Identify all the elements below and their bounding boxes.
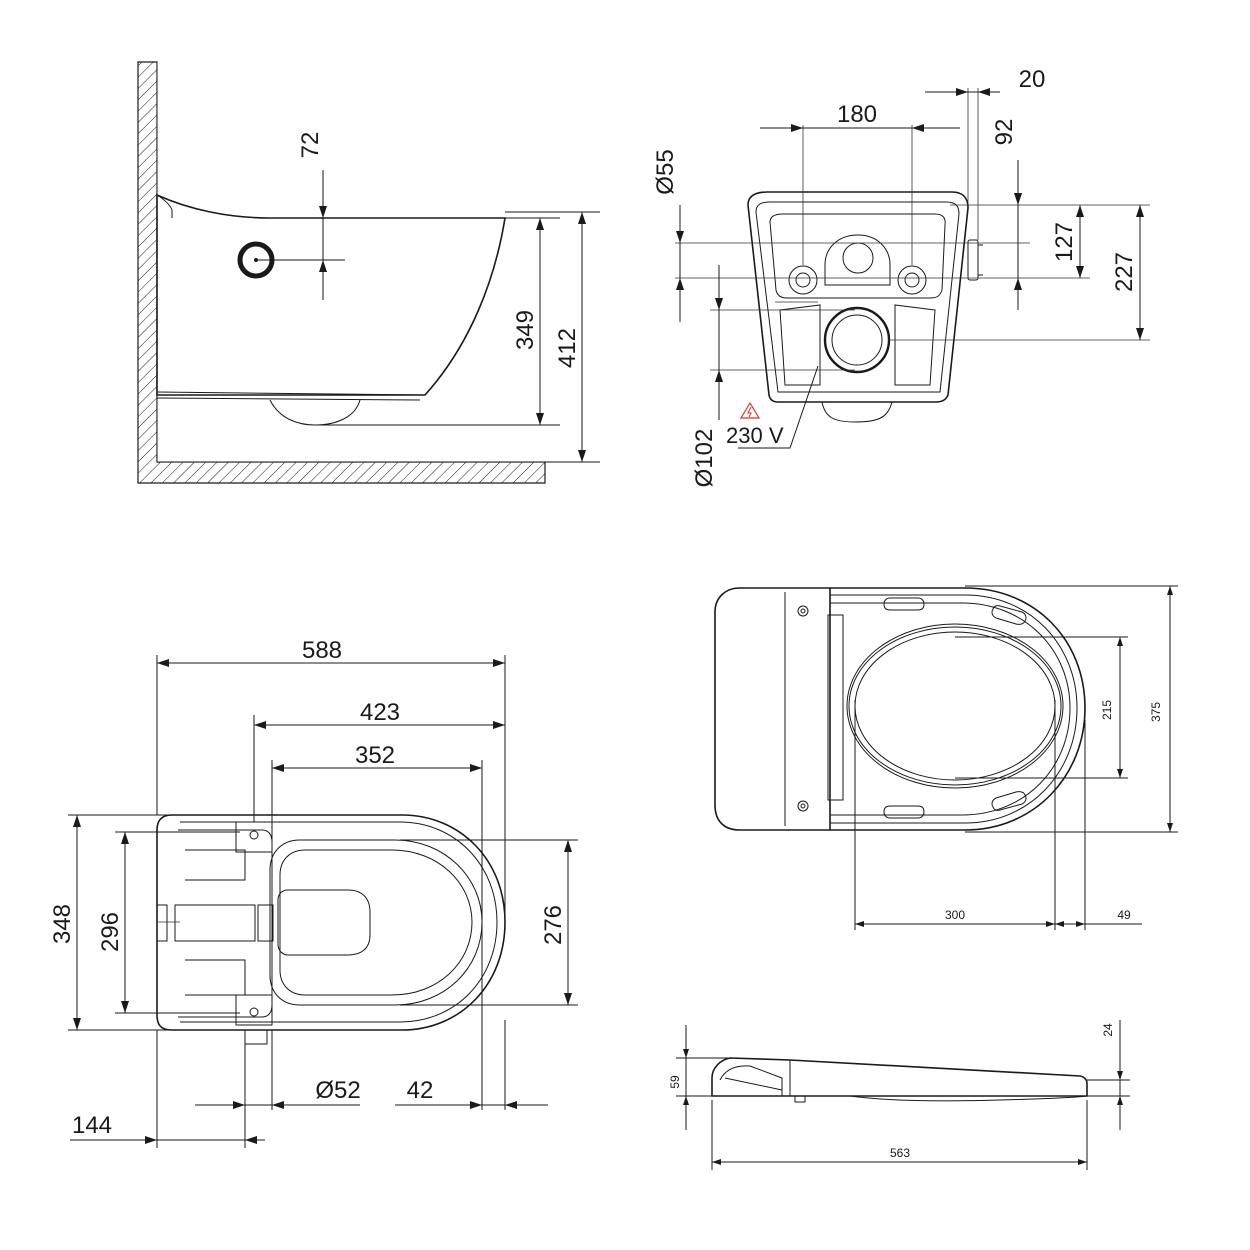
side-view: 72 349 412 — [137, 61, 600, 484]
dim-227: 227 — [1111, 252, 1138, 292]
top-view: 588 423 352 348 296 276 — [49, 637, 578, 1148]
dim-423: 423 — [360, 699, 400, 726]
dim-352: 352 — [355, 742, 395, 769]
seat-screw-top-icon — [797, 605, 809, 617]
dim-588: 588 — [302, 637, 342, 664]
seat-top-view: 375 215 300 49 — [714, 585, 1178, 930]
seat-profile — [711, 1057, 1088, 1097]
dim-d102: Ø102 — [691, 429, 718, 488]
dim-563: 563 — [890, 1146, 910, 1160]
dim-d52: Ø52 — [315, 1077, 360, 1104]
toilet-body-side — [156, 193, 506, 396]
drain-outlet-icon — [823, 306, 891, 374]
voltage-label: 230 V — [726, 423, 784, 448]
dim-349: 349 — [512, 310, 539, 350]
toilet-body-rear — [747, 191, 969, 403]
seat-outline — [830, 587, 1086, 831]
dim-412: 412 — [554, 328, 581, 368]
dim-24: 24 — [1101, 1023, 1115, 1037]
dim-276: 276 — [540, 905, 567, 945]
dim-300: 300 — [945, 908, 965, 922]
mount-hole-left-icon — [788, 265, 818, 295]
dim-144: 144 — [72, 1112, 112, 1139]
mount-hole-right-icon — [897, 265, 927, 295]
hinge-screw-bottom-icon — [249, 1007, 259, 1017]
dim-d55: Ø55 — [652, 149, 679, 194]
seat-lid-rear — [714, 587, 831, 831]
seat-ring-top — [269, 839, 483, 1006]
hinge-screw-top-icon — [249, 830, 259, 840]
seat-opening — [846, 623, 1064, 789]
seat-screw-bottom-icon — [797, 800, 809, 812]
toilet-body-top — [156, 814, 506, 1031]
bowl-opening — [277, 889, 371, 956]
dim-180: 180 — [837, 101, 877, 128]
rear-view: 180 20 92 127 227 Ø55 Ø102 230 V — [652, 66, 1150, 487]
dim-42: 42 — [407, 1077, 434, 1104]
dim-49: 49 — [1117, 908, 1131, 922]
seat-side-view: 24 59 563 — [668, 1020, 1130, 1170]
dim-20: 20 — [1019, 66, 1046, 93]
dim-127: 127 — [1051, 222, 1078, 262]
dim-92: 92 — [991, 119, 1018, 146]
warning-triangle-icon — [739, 401, 761, 419]
dim-215: 215 — [1100, 700, 1114, 720]
dim-348: 348 — [49, 904, 76, 944]
dim-296: 296 — [97, 912, 124, 952]
dim-72: 72 — [297, 132, 324, 159]
dim-59: 59 — [668, 1075, 682, 1089]
dim-375: 375 — [1149, 702, 1163, 722]
